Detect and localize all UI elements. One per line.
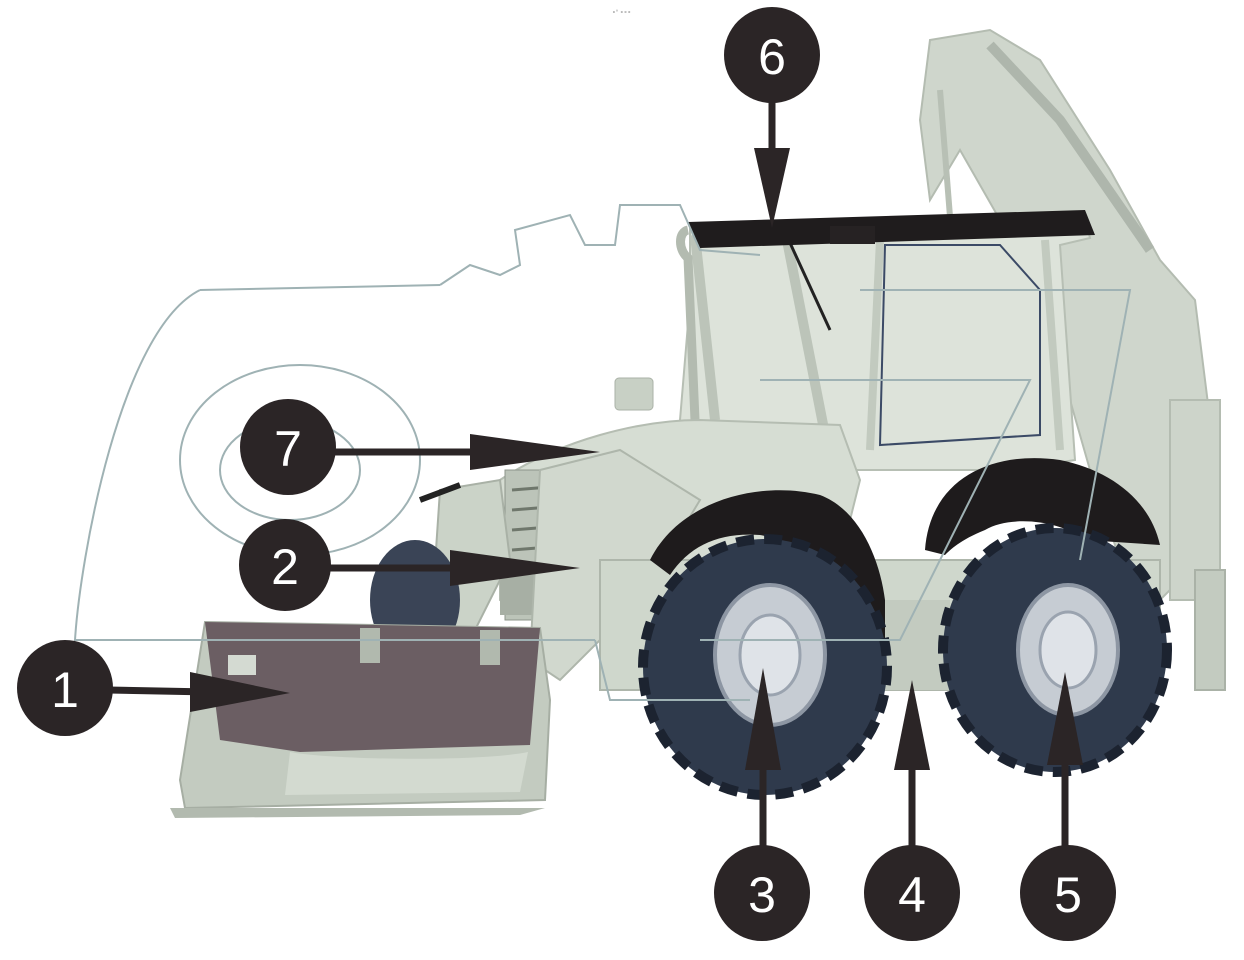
callout-3: 3 xyxy=(714,668,810,941)
callout-2: 2 xyxy=(239,519,580,611)
callout-label-5: 5 xyxy=(1054,867,1082,923)
rear-tire xyxy=(938,523,1172,777)
rear-fender xyxy=(925,458,1160,555)
backhoe-loader-illustration xyxy=(170,28,1226,818)
callout-label-7: 7 xyxy=(274,421,302,477)
callout-6: 6 xyxy=(724,7,820,228)
front-fender xyxy=(650,490,885,670)
callout-label-2: 2 xyxy=(271,539,299,595)
callout-4: 4 xyxy=(864,680,960,941)
callout-label-3: 3 xyxy=(748,867,776,923)
cab-roof xyxy=(688,210,1095,248)
callout-label-4: 4 xyxy=(898,867,926,923)
top-marker: ∘° ∘∘∘ xyxy=(612,10,631,16)
callout-1: 1 xyxy=(17,640,290,736)
callout-label-6: 6 xyxy=(758,29,786,85)
callout-5: 5 xyxy=(1020,672,1116,941)
front-tire xyxy=(638,534,892,800)
cab xyxy=(676,210,1095,471)
callout-label-1: 1 xyxy=(51,662,79,718)
front-bucket xyxy=(170,620,552,818)
callout-7: 7 xyxy=(240,399,600,495)
